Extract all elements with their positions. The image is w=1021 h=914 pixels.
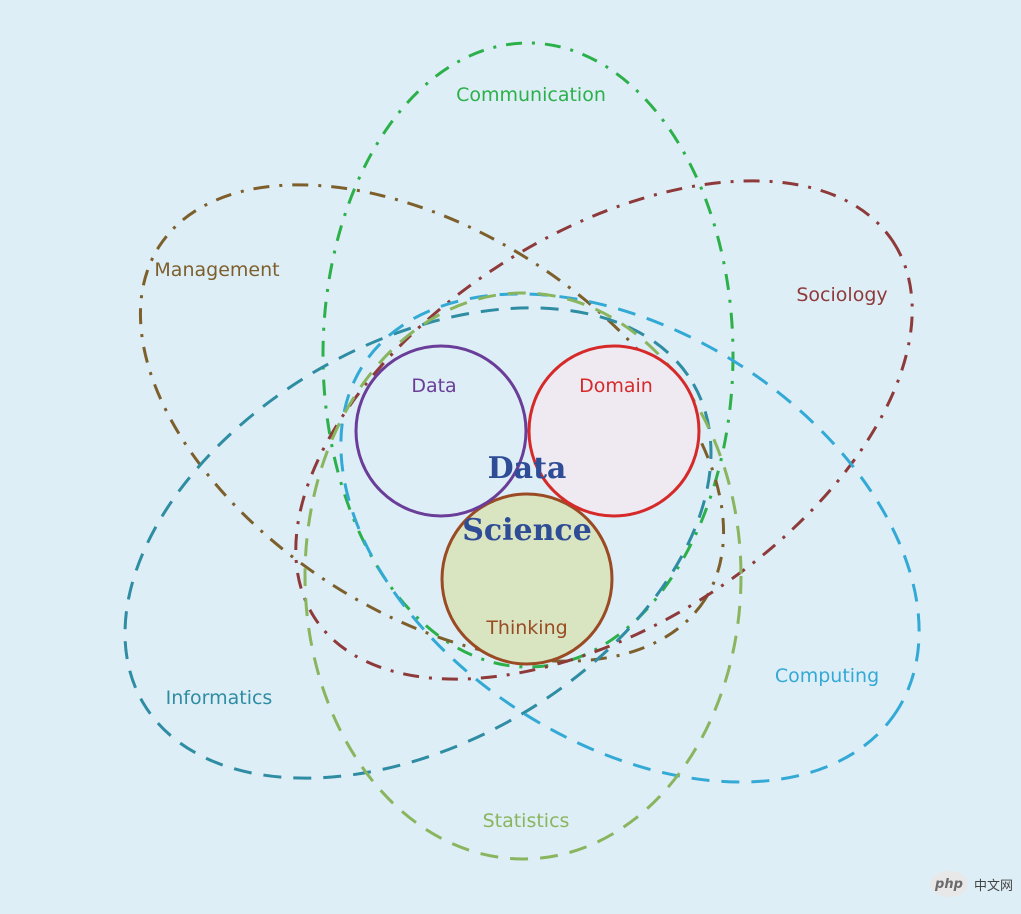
php-logo-icon: php [929, 871, 968, 897]
ring-sociology [294, 179, 914, 681]
label-sociology: Sociology [796, 284, 887, 306]
center-title: Data Science [462, 451, 592, 548]
watermark-text: 中文网 [973, 878, 1013, 894]
label-management: Management [154, 259, 279, 281]
watermark: php 中文网 [929, 871, 1013, 897]
label-domain: Domain [579, 375, 653, 397]
circle-labels: Data Domain Thinking [411, 375, 653, 639]
center-title-line-1: Data [488, 451, 567, 486]
label-statistics: Statistics [483, 810, 570, 832]
ring-management [138, 183, 726, 663]
ring-statistics [303, 291, 743, 861]
label-informatics: Informatics [166, 687, 273, 709]
center-title-line-2: Science [462, 513, 592, 548]
ring-informatics [123, 306, 713, 780]
label-thinking: Thinking [485, 617, 567, 639]
circle-thinking [440, 492, 614, 666]
ring-computing [339, 292, 921, 784]
inner-circles [354, 344, 701, 666]
label-data: Data [411, 375, 456, 397]
outer-rings [123, 41, 921, 861]
ring-labels: Communication Management Sociology Infor… [154, 84, 887, 832]
circle-domain [527, 344, 701, 518]
label-communication: Communication [456, 84, 606, 106]
circle-data [354, 344, 528, 518]
ring-communication [321, 41, 735, 669]
label-computing: Computing [775, 665, 879, 687]
